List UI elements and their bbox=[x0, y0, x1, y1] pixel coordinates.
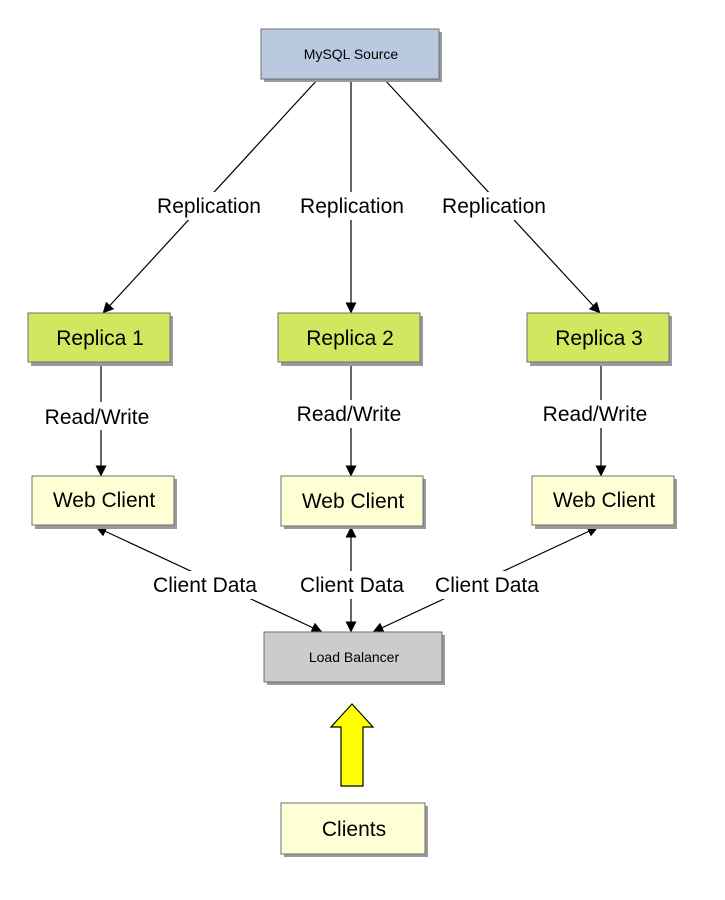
clientdata-label-3: Client Data bbox=[428, 571, 548, 599]
readwrite-label-2-text: Read/Write bbox=[297, 403, 402, 426]
node-web-client-1: Web Client bbox=[31, 475, 177, 529]
node-replica-2: Replica 2 bbox=[277, 312, 423, 366]
replication-label-1: Replication bbox=[150, 192, 268, 220]
clientdata-label-1-text: Client Data bbox=[153, 574, 257, 597]
readwrite-label-1-text: Read/Write bbox=[45, 406, 150, 429]
readwrite-label-3-text: Read/Write bbox=[543, 403, 648, 426]
inflow-arrow bbox=[329, 703, 375, 787]
clientdata-label-1: Client Data bbox=[146, 571, 264, 599]
node-web-client-2-box bbox=[280, 475, 424, 527]
node-web-client-2: Web Client bbox=[280, 475, 426, 529]
node-clients-label: Clients bbox=[322, 818, 386, 841]
node-replica-1: Replica 1 bbox=[27, 312, 173, 366]
node-load-balancer: Load Balancer bbox=[263, 631, 445, 685]
node-web-client-3-label: Web Client bbox=[553, 489, 655, 512]
node-load-balancer-box bbox=[263, 631, 443, 683]
readwrite-label-2: Read/Write bbox=[289, 400, 409, 428]
replication-label-3-text: Replication bbox=[442, 195, 546, 218]
node-replica-2-box bbox=[277, 312, 421, 363]
node-mysql-source-label: MySQL Source bbox=[304, 46, 399, 62]
node-replica-1-box bbox=[27, 312, 171, 363]
readwrite-label-1: Read/Write bbox=[38, 402, 156, 430]
node-web-client-2-label: Web Client bbox=[302, 490, 404, 513]
node-replica-1-label: Replica 1 bbox=[56, 327, 144, 350]
clientdata-label-3-text: Client Data bbox=[435, 574, 539, 597]
node-web-client-1-box bbox=[31, 475, 175, 526]
node-replica-3-box bbox=[526, 312, 670, 363]
node-clients-box bbox=[280, 802, 426, 855]
node-replica-2-label: Replica 2 bbox=[306, 327, 394, 350]
node-web-client-3: Web Client bbox=[531, 475, 677, 529]
replication-label-2-text: Replication bbox=[300, 195, 404, 218]
node-replica-3-label: Replica 3 bbox=[555, 327, 643, 350]
node-web-client-1-label: Web Client bbox=[53, 489, 155, 512]
node-web-client-3-box bbox=[531, 475, 675, 526]
clientdata-label-2: Client Data bbox=[292, 571, 412, 599]
replication-label-2: Replication bbox=[292, 192, 412, 220]
node-mysql-source-box bbox=[260, 28, 440, 80]
node-replica-3: Replica 3 bbox=[526, 312, 672, 366]
node-load-balancer-label: Load Balancer bbox=[309, 649, 400, 665]
clientdata-label-2-text: Client Data bbox=[300, 574, 404, 597]
readwrite-label-3: Read/Write bbox=[535, 400, 655, 428]
replication-label-3: Replication bbox=[435, 192, 555, 220]
node-mysql-source: MySQL Source bbox=[260, 28, 442, 82]
node-clients: Clients bbox=[280, 802, 428, 857]
replication-label-1-text: Replication bbox=[157, 195, 261, 218]
